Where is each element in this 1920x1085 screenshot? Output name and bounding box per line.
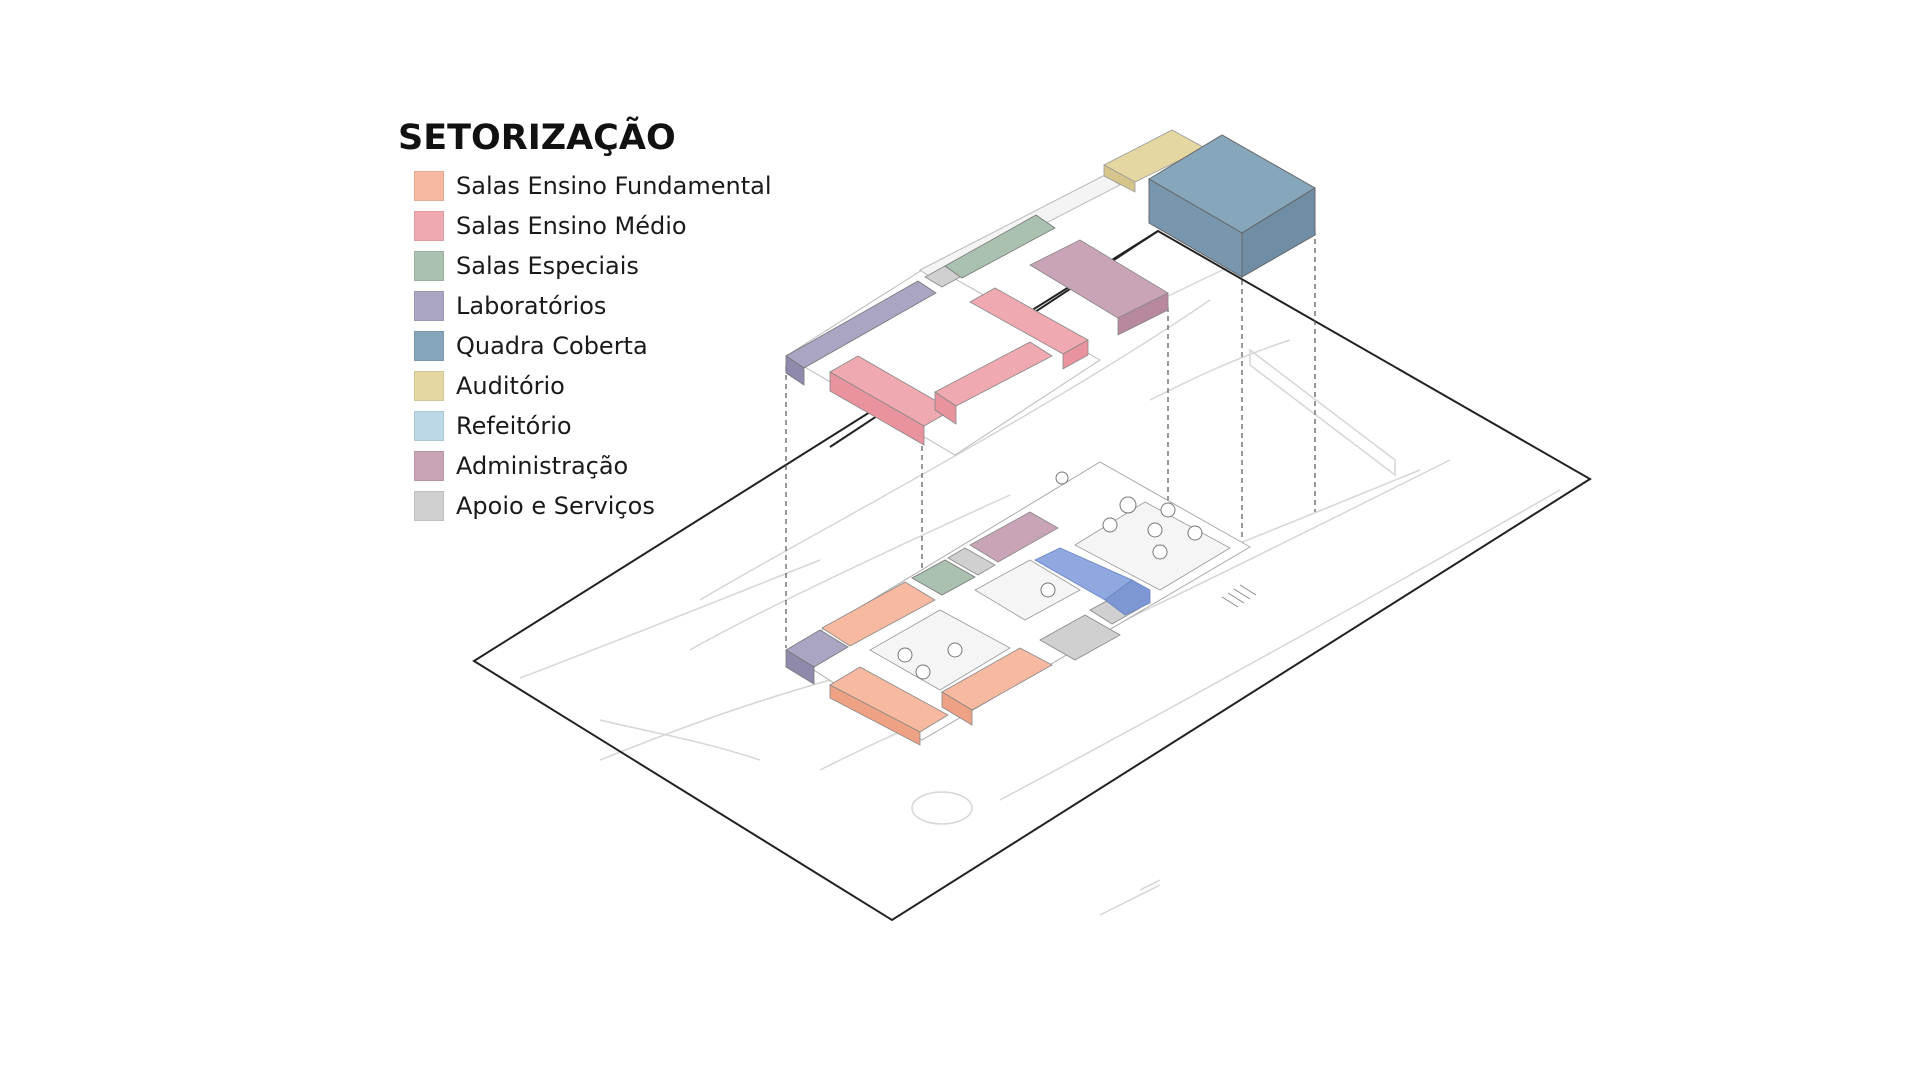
legend-label-administracao: Administração [456,452,629,480]
tree-icon [915,664,931,680]
legend-item-quadra: Quadra Coberta [398,326,818,366]
legend-label-fundamental: Salas Ensino Fundamental [456,172,772,200]
legend-swatch-administracao [414,451,444,481]
block-especiais-upper-top [944,214,1056,279]
legend-item-administracao: Administração [398,446,818,486]
road-line [819,729,906,771]
road-line [1099,884,1161,916]
road-line [599,679,831,761]
stair-line [1227,592,1245,604]
road-line [599,719,761,761]
road-line [1139,879,1161,891]
stair-line [1239,584,1257,596]
legend-label-apoio: Apoio e Serviços [456,492,655,520]
road-line [689,494,1011,651]
legend-item-refeitorio: Refeitório [398,406,818,446]
block-laboratorios-ground-side [785,649,815,685]
block-medio-upper-a-side [829,371,925,446]
courtyard-left [869,609,1011,691]
block-administracao-upper-side [1117,292,1169,336]
block-especiais-ground [911,559,976,596]
legend-item-apoio: Apoio e Serviços [398,486,818,526]
block-administracao-ground [969,511,1059,563]
road-line [1149,339,1291,401]
legend-item-especiais: Salas Especiais [398,246,818,286]
legend-label-auditorio: Auditório [456,372,565,400]
legend-item-fundamental: Salas Ensino Fundamental [398,166,818,206]
legend-label-medio: Salas Ensino Médio [456,212,687,240]
legend-label-laboratorios: Laboratórios [456,292,607,320]
tree-icon [1160,502,1176,518]
legend-item-medio: Salas Ensino Médio [398,206,818,246]
legend-swatch-apoio [414,491,444,521]
legend-title: SETORIZAÇÃO [398,118,676,158]
block-fundamental-ground-c-side [941,691,973,726]
legend-item-laboratorios: Laboratórios [398,286,818,326]
road-line [1249,348,1396,477]
courtyard-center [974,559,1081,621]
legend-swatch-especiais [414,251,444,281]
tree-icon [1147,522,1163,538]
tree-icon [897,647,913,663]
tree-icon [1119,496,1137,514]
upper-slab [785,264,1101,456]
tree-icon [1040,582,1056,598]
legend-swatch-refeitorio [414,411,444,441]
stair-line [1233,588,1251,600]
legend-label-refeitorio: Refeitório [456,412,572,440]
roundabout [911,791,973,825]
block-apoio-ground-a [947,547,996,576]
stair-marks [1221,584,1257,608]
upper-floor [785,129,1316,456]
legend-swatch-auditorio [414,371,444,401]
legend-label-especiais: Salas Especiais [456,252,639,280]
block-medio-upper-b-side [934,391,957,425]
block-auditorio-side [1103,164,1136,193]
block-refeitorio-ground-side [1104,579,1151,616]
tree-icon [1187,525,1203,541]
stair-line [1221,596,1239,608]
block-laboratorios-upper-side [785,355,805,386]
block-fundamental-ground-a-top [821,581,936,647]
tree-icon [1152,544,1168,560]
legend-swatch-laboratorios [414,291,444,321]
road-line [699,299,1211,601]
trees [897,471,1203,680]
legend-swatch-medio [414,211,444,241]
block-fundamental-ground-b-side [829,684,921,746]
legend-swatch-quadra [414,331,444,361]
legend-swatch-fundamental [414,171,444,201]
block-apoio-ground-b [1039,614,1121,661]
ground-floor [785,461,1257,746]
block-quadra-side-right [1241,187,1316,278]
tree-icon [1102,517,1118,533]
legend-item-auditorio: Auditório [398,366,818,406]
road-line [999,489,1561,801]
block-medio-upper-c-side [1062,339,1089,370]
road-line [519,559,821,679]
tree-icon [1055,471,1069,485]
legend-label-quadra: Quadra Coberta [456,332,648,360]
tree-icon [947,642,963,658]
